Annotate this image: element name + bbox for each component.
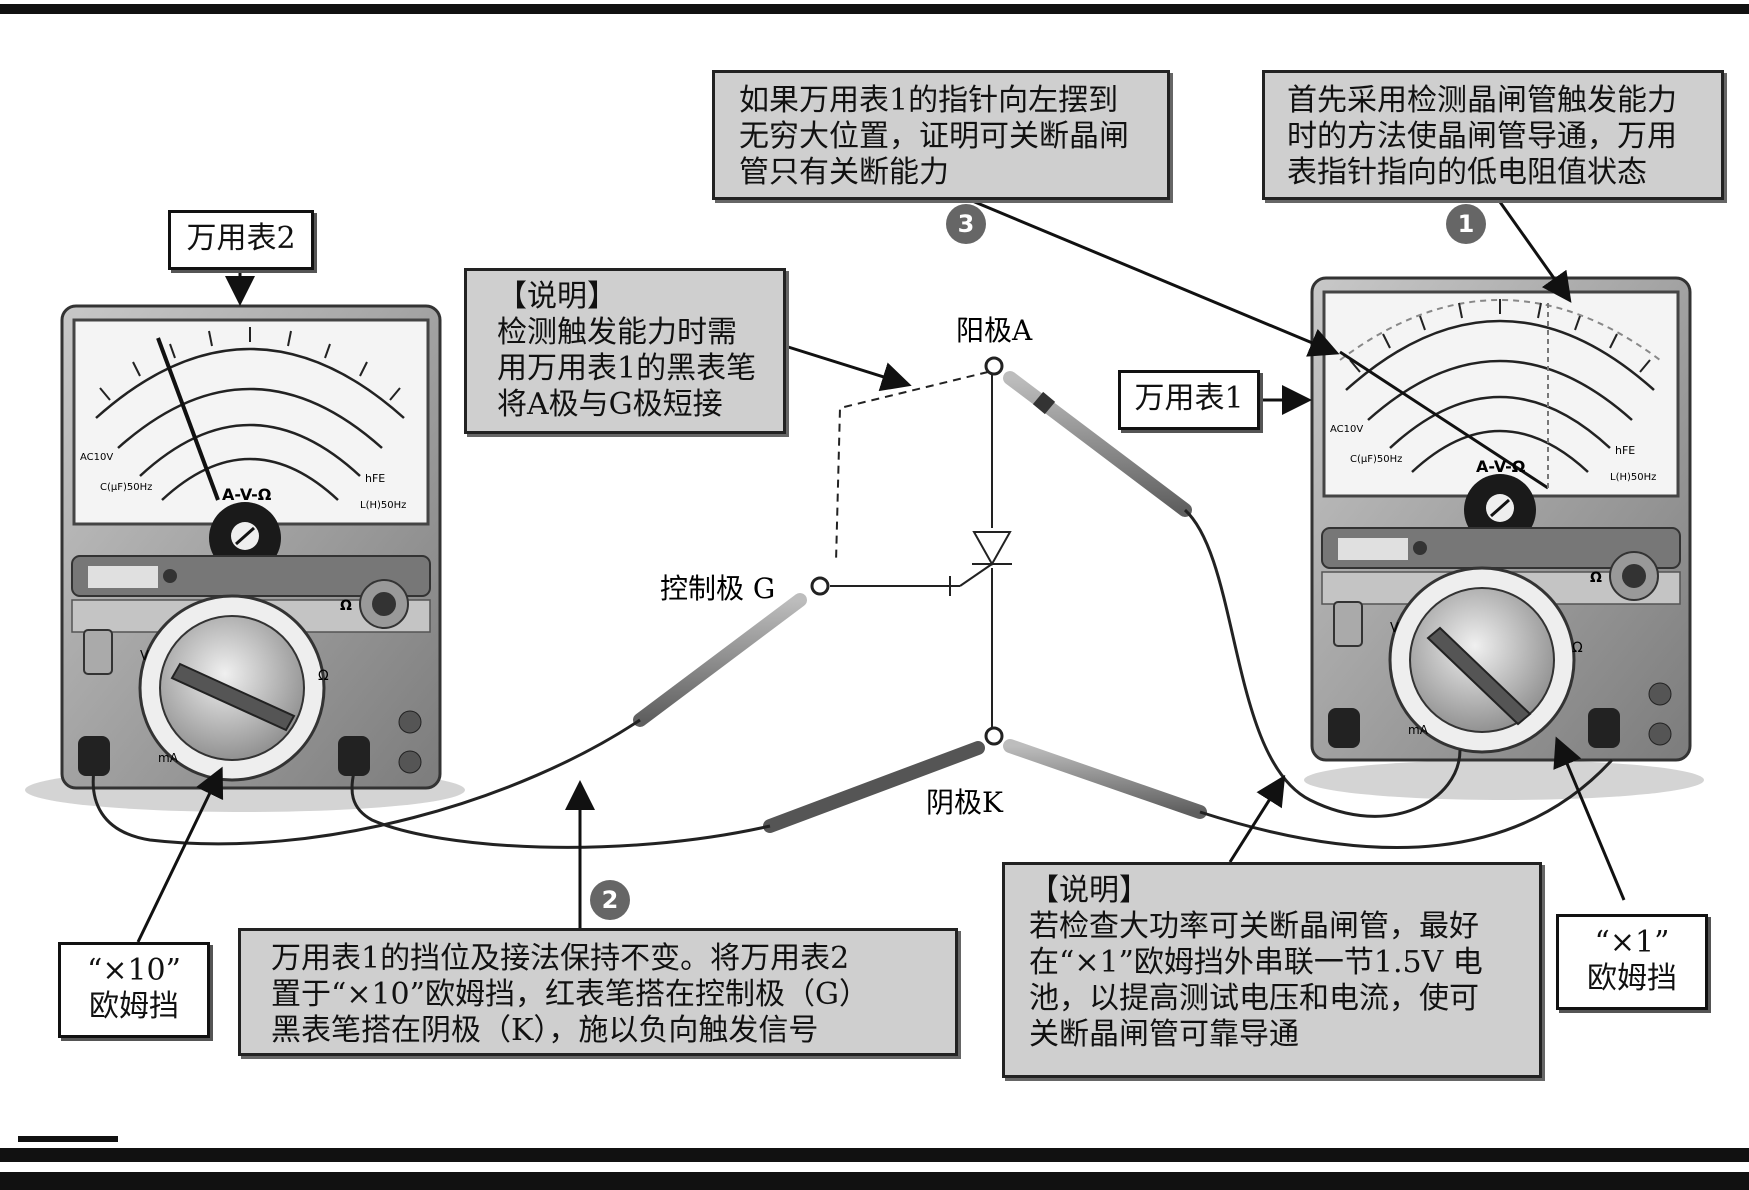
- multimeter-1: A-V-Ω AC10V C(μF)50Hz L(H)50Hz hFE Ω V Ω…: [1304, 276, 1704, 800]
- meter2-ind-label: L(H)50Hz: [360, 500, 406, 511]
- meter2-function-label: A-V-Ω: [222, 485, 272, 504]
- meter1-function-label: A-V-Ω: [1476, 457, 1526, 476]
- step1-callout: 首先采用检测晶闸管触发能力 时的方法使晶闸管导通，万用 表指针指向的低电阻值状态: [1262, 70, 1724, 200]
- cathode-label: 阴极K: [926, 786, 1004, 819]
- gate-label: 控制极 G: [660, 572, 775, 605]
- meter1-v-label: V: [1390, 621, 1399, 636]
- meter1-hfe-label: hFE: [1615, 444, 1635, 457]
- footer-rule: [0, 1148, 1749, 1162]
- meter2-v-label: V: [140, 649, 149, 664]
- note-high-power-callout: 【说明】 若检查大功率可关断晶闸管，最好 在“×1”欧姆挡外串联一节1.5V 电…: [1002, 862, 1542, 1078]
- meter2-ohm-range-label: Ω: [318, 668, 329, 684]
- meter1-ma-label: mA: [1408, 723, 1429, 737]
- meter1-label: 万用表1: [1134, 381, 1244, 416]
- meter1-ac-label: AC10V: [1330, 424, 1363, 435]
- meter1-range-knob: [1409, 587, 1555, 733]
- meter2-label-box: 万用表2: [168, 210, 314, 270]
- footer-rule-2: [0, 1172, 1749, 1190]
- step2-callout: 万用表1的挡位及接法保持不变。将万用表2 置于“×10”欧姆挡，红表笔搭在控制极…: [238, 928, 958, 1056]
- x10-range-box: “×10” 欧姆挡: [58, 942, 210, 1038]
- step3-badge: 3: [946, 204, 986, 244]
- meter1-label-box: 万用表1: [1118, 370, 1260, 430]
- test-leads: [91, 371, 1614, 850]
- meter1-ohm-adjust-label: Ω: [1590, 570, 1602, 586]
- anode-label: 阳极A: [956, 314, 1033, 347]
- thyristor-circuit: [810, 356, 1012, 746]
- top-rule: [0, 4, 1749, 14]
- meter2-needle: [156, 337, 220, 501]
- meter2-dial-face: [72, 318, 430, 526]
- meter2-ac-label: AC10V: [80, 452, 113, 463]
- step3-callout: 如果万用表1的指针向左摆到 无穷大位置，证明可关断晶闸 管只有关断能力: [712, 70, 1170, 200]
- meter2-cap-label: C(μF)50Hz: [100, 482, 152, 493]
- meter2-ma-label: mA: [158, 751, 179, 765]
- note-shorting-callout: 【说明】 检测触发能力时需 用万用表1的黑表笔 将A极与G极短接: [464, 268, 786, 434]
- meter2-hfe-label: hFE: [365, 472, 385, 485]
- meter1-needle-left: [1339, 350, 1549, 490]
- meter1-ohm-range-label: Ω: [1572, 640, 1583, 656]
- step2-badge: 2: [590, 880, 630, 920]
- pointer-arrows: [136, 198, 1626, 943]
- meter1-cap-label: C(μF)50Hz: [1350, 454, 1402, 465]
- multimeter-2: A-V-Ω AC10V C(μF)50Hz L(H)50Hz hFE Ω V Ω…: [25, 304, 465, 812]
- footer-short-rule: [18, 1136, 118, 1142]
- meter1-dial-face: [1322, 290, 1680, 498]
- meter2-ohm-adjust-label: Ω: [340, 598, 352, 614]
- x1-range-box: “×1” 欧姆挡: [1556, 914, 1708, 1010]
- step1-badge: 1: [1446, 204, 1486, 244]
- meter1-ind-label: L(H)50Hz: [1610, 472, 1656, 483]
- meter2-label: 万用表2: [186, 221, 296, 256]
